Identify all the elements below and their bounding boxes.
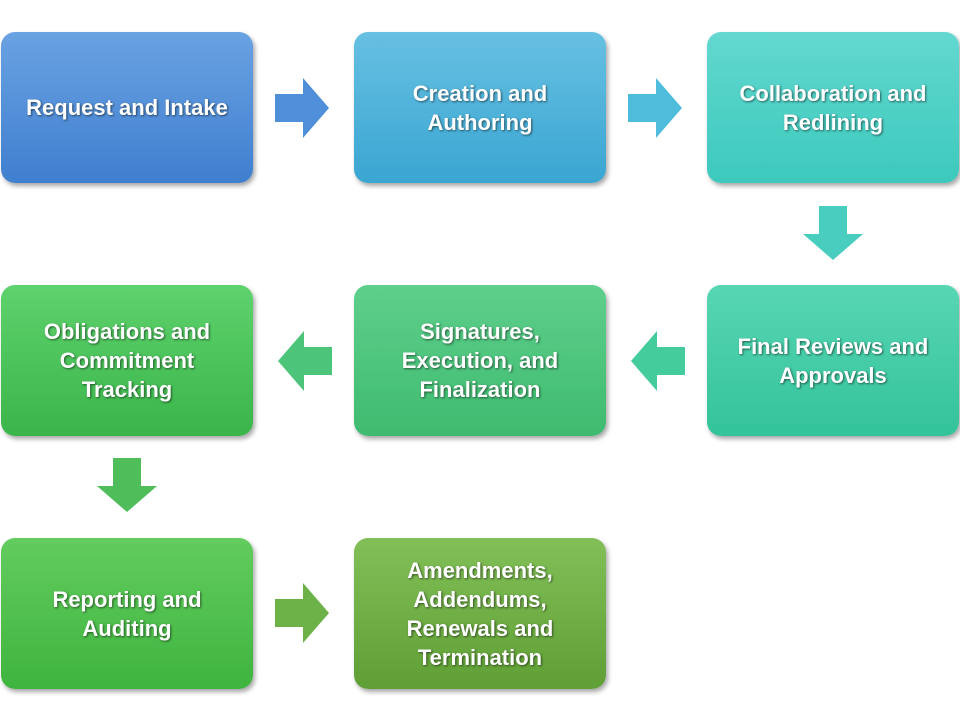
- step-obligations-and-commitment-tracking: Obligations and Commitment Tracking: [1, 285, 253, 436]
- step-reporting-and-auditing: Reporting and Auditing: [1, 538, 253, 689]
- arrow-down-icon: [803, 206, 863, 260]
- step-creation-and-authoring: Creation and Authoring: [354, 32, 606, 183]
- step-label: Reporting and Auditing: [52, 586, 202, 641]
- step-label: Final Reviews and Approvals: [737, 333, 929, 388]
- step-amendments-addendums-renewals-termination: Amendments, Addendums, Renewals and Term…: [354, 538, 606, 689]
- step-label: Signatures, Execution, and Finalization: [401, 319, 559, 402]
- step-label: Creation and Authoring: [412, 80, 548, 135]
- step-signatures-execution-finalization: Signatures, Execution, and Finalization: [354, 285, 606, 436]
- step-final-reviews-and-approvals: Final Reviews and Approvals: [707, 285, 959, 436]
- step-label: Request and Intake: [26, 95, 228, 120]
- step-collaboration-and-redlining: Collaboration and Redlining: [707, 32, 959, 183]
- arrow-down-icon: [97, 458, 157, 512]
- step-label: Collaboration and Redlining: [739, 80, 927, 135]
- step-label: Obligations and Commitment Tracking: [43, 319, 211, 402]
- step-label: Amendments, Addendums, Renewals and Term…: [406, 557, 554, 670]
- arrow-left-icon: [631, 331, 685, 391]
- step-request-and-intake: Request and Intake: [1, 32, 253, 183]
- arrow-right-icon: [275, 583, 329, 643]
- arrow-left-icon: [278, 331, 332, 391]
- arrow-right-icon: [275, 78, 329, 138]
- arrow-right-icon: [628, 78, 682, 138]
